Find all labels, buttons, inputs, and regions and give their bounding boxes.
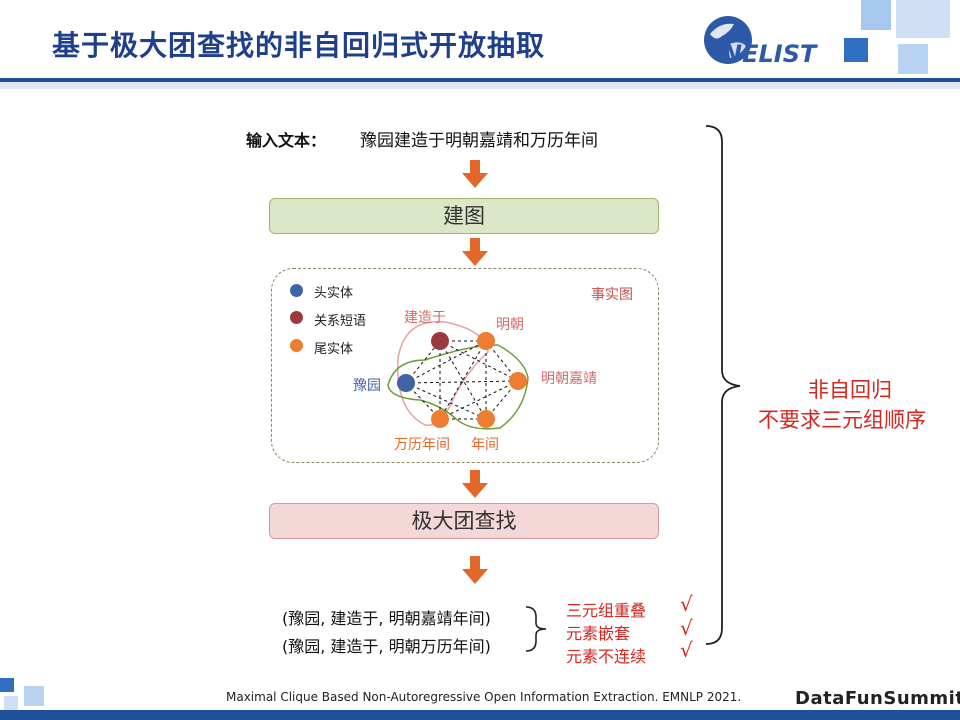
side-note-line2: 不要求三元组顺序 <box>758 408 926 432</box>
input-text: 豫园建造于明朝嘉靖和万历年间 <box>360 131 598 151</box>
nelist-logo: NELIST <box>704 16 818 68</box>
slide-title: 基于极大团查找的非自回归式开放抽取 <box>52 29 546 62</box>
node-tail-1 <box>477 332 495 350</box>
legend-tail-label: 尾实体 <box>314 342 354 357</box>
node-label-tail-3: 万历年间 <box>394 437 450 453</box>
node-label-tail-4: 年间 <box>471 437 499 453</box>
down-arrow-icon <box>462 556 488 584</box>
decor-square <box>24 686 44 706</box>
down-arrow-icon <box>462 238 488 266</box>
decor-square <box>0 678 14 692</box>
node-label-relation: 建造于 <box>404 310 446 326</box>
results-brace <box>525 606 547 652</box>
down-arrow-icon <box>462 470 488 498</box>
decor-square <box>4 696 18 710</box>
graph-label: 事实图 <box>591 287 633 303</box>
decor-square <box>861 0 891 30</box>
side-note-line1: 非自回归 <box>808 378 892 402</box>
node-label-tail-2: 明朝嘉靖 <box>541 371 597 387</box>
footer-bar <box>0 710 960 720</box>
legend-relation-label: 关系短语 <box>314 314 367 329</box>
node-tail-3 <box>431 410 449 428</box>
decor-square <box>898 44 928 74</box>
node-tail-4 <box>477 410 495 428</box>
legend-tail-dot <box>290 339 303 352</box>
graph-edges <box>405 340 519 420</box>
legend-head-dot <box>290 284 303 297</box>
title-underline-light <box>0 82 960 89</box>
fact-graph-panel <box>271 268 659 463</box>
citation: Maximal Clique Based Non-Autoregressive … <box>226 690 742 704</box>
clique-outline-2 <box>387 344 529 430</box>
node-tail-2 <box>509 372 527 390</box>
step-max-clique: 极大团查找 <box>269 503 659 539</box>
node-relation <box>431 332 449 350</box>
node-label-tail-1: 明朝 <box>496 317 524 333</box>
property-nesting: 元素嵌套 <box>566 624 631 643</box>
legend-relation-dot <box>290 311 303 324</box>
node-head <box>397 374 415 392</box>
title-underline <box>0 78 960 82</box>
legend-head-label: 头实体 <box>314 286 354 301</box>
logo-text: NELIST <box>722 40 818 68</box>
result-triple-1: (豫园, 建造于, 明朝嘉靖年间) <box>282 609 491 628</box>
brand-name: DataFunSummit <box>795 688 960 709</box>
node-label-head: 豫园 <box>353 378 381 394</box>
property-overlap: 三元组重叠 <box>566 601 647 620</box>
decor-square <box>844 38 868 62</box>
result-triple-2: (豫园, 建造于, 明朝万历年间) <box>282 637 491 656</box>
property-discontinuous: 元素不连续 <box>566 647 647 666</box>
check-icon: √ <box>680 616 693 640</box>
check-icon: √ <box>680 638 693 662</box>
check-icon: √ <box>680 592 693 616</box>
decor-square <box>896 0 950 38</box>
right-brace <box>705 125 741 645</box>
clique-outline-1 <box>396 320 489 426</box>
input-label: 输入文本： <box>246 131 327 150</box>
down-arrow-icon <box>462 160 488 188</box>
step-build-graph: 建图 <box>269 198 659 234</box>
